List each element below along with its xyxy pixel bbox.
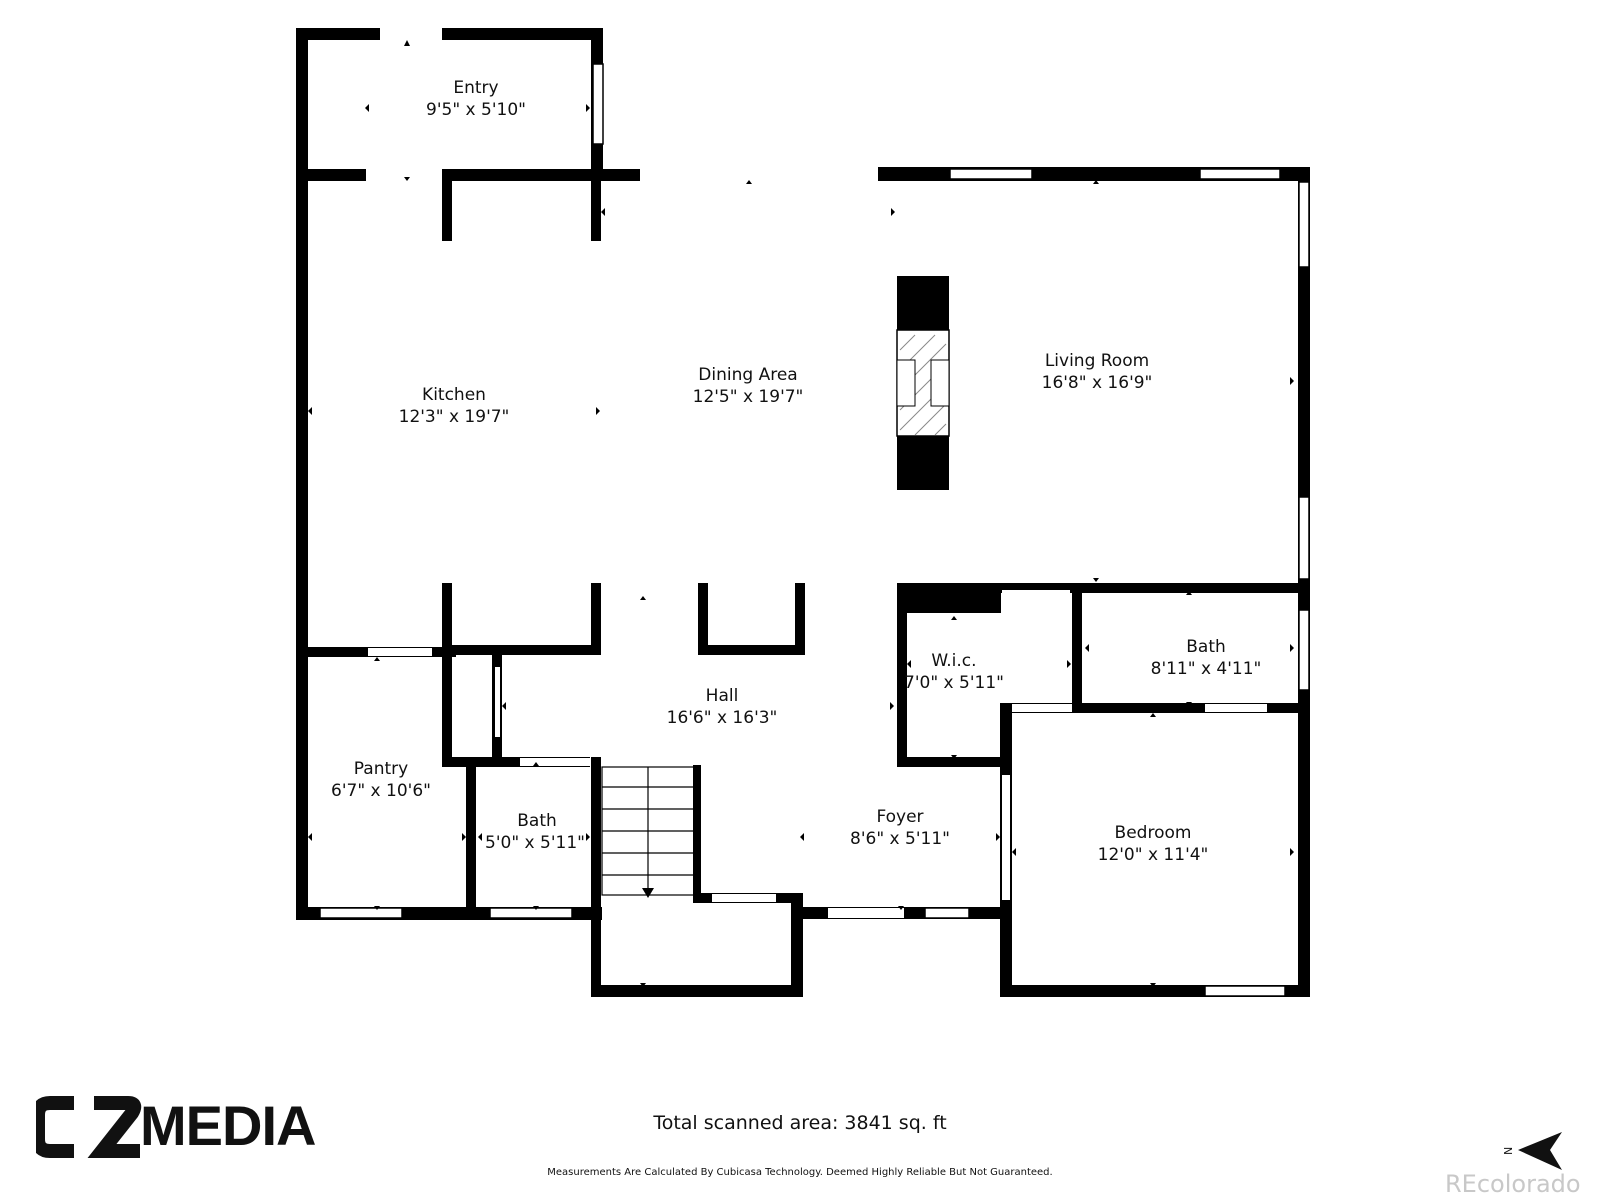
room-name-pantry: Pantry <box>354 759 408 779</box>
room-name-bath-2: Bath <box>517 811 557 831</box>
room-name-foyer: Foyer <box>876 807 923 827</box>
room-dims-hall: 16'6" x 16'3" <box>667 708 778 728</box>
fireplace <box>896 329 950 437</box>
watermark: REcolorado <box>1445 1170 1581 1198</box>
room-dims-living: 16'8" x 16'9" <box>1042 373 1153 393</box>
room-name-dining: Dining Area <box>698 365 797 385</box>
door-openings <box>364 26 1267 918</box>
dimension-markers <box>308 40 1294 987</box>
room-dims-bedroom: 12'0" x 11'4" <box>1098 845 1209 865</box>
room-name-bedroom: Bedroom <box>1115 823 1192 843</box>
north-label: N <box>1502 1147 1515 1155</box>
disclaimer-text: Measurements Are Calculated By Cubicasa … <box>547 1167 1053 1178</box>
room-name-hall: Hall <box>706 686 739 706</box>
room-name-bath-1: Bath <box>1186 637 1226 657</box>
room-name-living: Living Room <box>1045 351 1149 371</box>
logo-text: MEDIA <box>140 1094 316 1157</box>
staircase <box>601 766 695 898</box>
c2-media-logo-icon <box>36 1096 142 1158</box>
room-dims-dining: 12'5" x 19'7" <box>693 387 804 407</box>
room-dims-wic: 7'0" x 5'11" <box>904 673 1004 693</box>
room-name-wic: W.i.c. <box>931 651 976 671</box>
room-dims-foyer: 8'6" x 5'11" <box>850 829 950 849</box>
total-area-label: Total scanned area: 3841 sq. ft <box>653 1112 947 1134</box>
room-dims-bath-1: 8'11" x 4'11" <box>1151 659 1262 679</box>
windows <box>319 63 1310 997</box>
north-arrow-icon: N <box>1502 1132 1562 1170</box>
room-name-entry: Entry <box>453 78 498 98</box>
room-dims-bath-2: 5'0" x 5'11" <box>485 833 585 853</box>
room-labels: Entry 9'5" x 5'10" Kitchen 12'3" x 19'7"… <box>331 78 1261 865</box>
room-name-kitchen: Kitchen <box>422 385 486 405</box>
floor-plan: Entry 9'5" x 5'10" Kitchen 12'3" x 19'7"… <box>296 26 1310 997</box>
room-dims-entry: 9'5" x 5'10" <box>426 100 526 120</box>
room-dims-pantry: 6'7" x 10'6" <box>331 781 431 801</box>
room-dims-kitchen: 12'3" x 19'7" <box>399 407 510 427</box>
